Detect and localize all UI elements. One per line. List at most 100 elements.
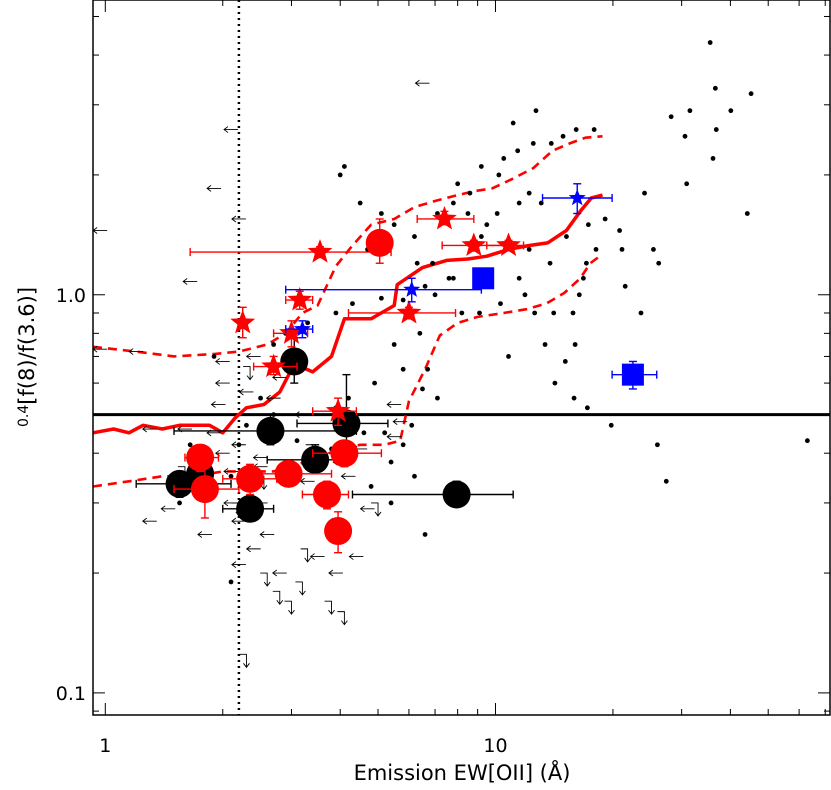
small-point xyxy=(576,292,582,298)
small-point xyxy=(378,211,384,216)
red-star-marker xyxy=(461,232,487,256)
small-point xyxy=(477,310,482,316)
upper-limit-arrow-left xyxy=(92,227,108,234)
red-circle-marker xyxy=(186,443,215,472)
small-point xyxy=(687,108,693,114)
upper-limit-arrow-left xyxy=(231,441,246,449)
small-point xyxy=(333,310,339,316)
upper-limit-arrow-left xyxy=(272,374,287,381)
small-point xyxy=(642,190,647,196)
small-point xyxy=(187,442,193,448)
small-point xyxy=(305,320,311,326)
small-point xyxy=(357,200,363,206)
small-point xyxy=(638,310,644,316)
small-point xyxy=(522,292,528,298)
small-point xyxy=(271,342,277,347)
upper-limit-arrow-left xyxy=(160,505,176,513)
small-point xyxy=(350,301,355,307)
x-tick-label: 1 xyxy=(99,735,111,757)
small-point xyxy=(346,395,351,401)
red-star-marker xyxy=(287,287,313,311)
upper-limit-arrow-down xyxy=(272,590,284,606)
upper-limit-arrow-left xyxy=(392,418,408,426)
black-circle-marker xyxy=(256,416,285,445)
upper-limit-arrow-down xyxy=(295,581,306,596)
y-axis-label-superscript: 0.4 xyxy=(16,405,32,427)
red-circle-marker xyxy=(190,475,219,504)
upper-limit-arrow-left xyxy=(231,215,246,223)
small-point xyxy=(435,395,440,401)
y-tick-label: 0.1 xyxy=(56,683,86,705)
small-point xyxy=(573,127,579,132)
small-point xyxy=(372,380,378,386)
plot-frame xyxy=(92,0,831,716)
red-star-marker xyxy=(325,398,351,422)
upper-limit-arrow-left xyxy=(238,388,254,396)
small-point xyxy=(547,260,553,266)
small-point xyxy=(744,211,750,216)
small-point xyxy=(294,438,300,444)
small-point xyxy=(656,260,662,266)
small-point xyxy=(412,234,417,239)
small-point xyxy=(713,127,719,132)
upper-limit-arrow-left xyxy=(340,472,356,480)
black-circle-marker xyxy=(280,347,309,376)
small-point xyxy=(211,354,217,359)
small-point xyxy=(494,211,500,216)
blue-star-marker xyxy=(568,189,586,206)
small-point xyxy=(619,246,625,252)
small-point xyxy=(177,500,182,506)
upper-limit-arrow-left xyxy=(197,531,212,538)
upper-limit-arrow-left xyxy=(245,353,261,360)
upper-limit-arrow-down xyxy=(284,600,295,615)
red-star-marker xyxy=(307,239,333,263)
small-point xyxy=(526,190,532,196)
upper-limit-arrow-left xyxy=(328,569,343,577)
small-point xyxy=(258,395,263,401)
red-circle-marker xyxy=(324,517,353,546)
red-star-marker xyxy=(496,232,521,256)
small-point xyxy=(583,260,589,266)
upper-limit-arrow-left xyxy=(231,561,246,568)
small-point xyxy=(651,246,656,252)
upper-limit-arrow-left xyxy=(309,553,325,560)
small-point xyxy=(400,297,406,303)
small-point xyxy=(430,260,436,266)
small-point xyxy=(501,156,507,161)
red-circle-marker xyxy=(313,480,342,509)
small-point xyxy=(533,108,539,114)
small-point xyxy=(516,275,522,281)
small-point xyxy=(422,283,428,289)
upper-limit-arrow-down xyxy=(260,572,271,587)
small-point xyxy=(584,405,590,411)
x-axis-label: Emission EW[OII] (Å) xyxy=(354,759,571,785)
small-point xyxy=(484,222,490,228)
red-running-median-line xyxy=(92,193,603,435)
upper-limit-arrow-down xyxy=(243,366,254,381)
small-point xyxy=(400,442,406,448)
small-point xyxy=(710,156,716,161)
red-circle-marker xyxy=(274,459,303,488)
small-point xyxy=(728,108,734,114)
small-point xyxy=(341,164,347,169)
blue-star-marker xyxy=(293,320,311,337)
small-point xyxy=(526,246,532,252)
small-point xyxy=(571,395,577,401)
small-point xyxy=(608,422,614,428)
small-point xyxy=(552,380,558,386)
small-point xyxy=(478,234,484,239)
small-point xyxy=(391,222,397,228)
small-point xyxy=(455,181,461,187)
small-point xyxy=(378,295,384,301)
small-point xyxy=(450,275,456,281)
upper-limit-arrow-left xyxy=(223,468,239,475)
small-point xyxy=(228,473,234,479)
small-point xyxy=(562,359,568,364)
y-tick-label: 1.0 xyxy=(56,285,86,307)
red-star-marker xyxy=(230,309,256,334)
upper-limit-arrow-left xyxy=(414,79,430,87)
small-point xyxy=(548,140,554,146)
small-point xyxy=(337,172,343,178)
